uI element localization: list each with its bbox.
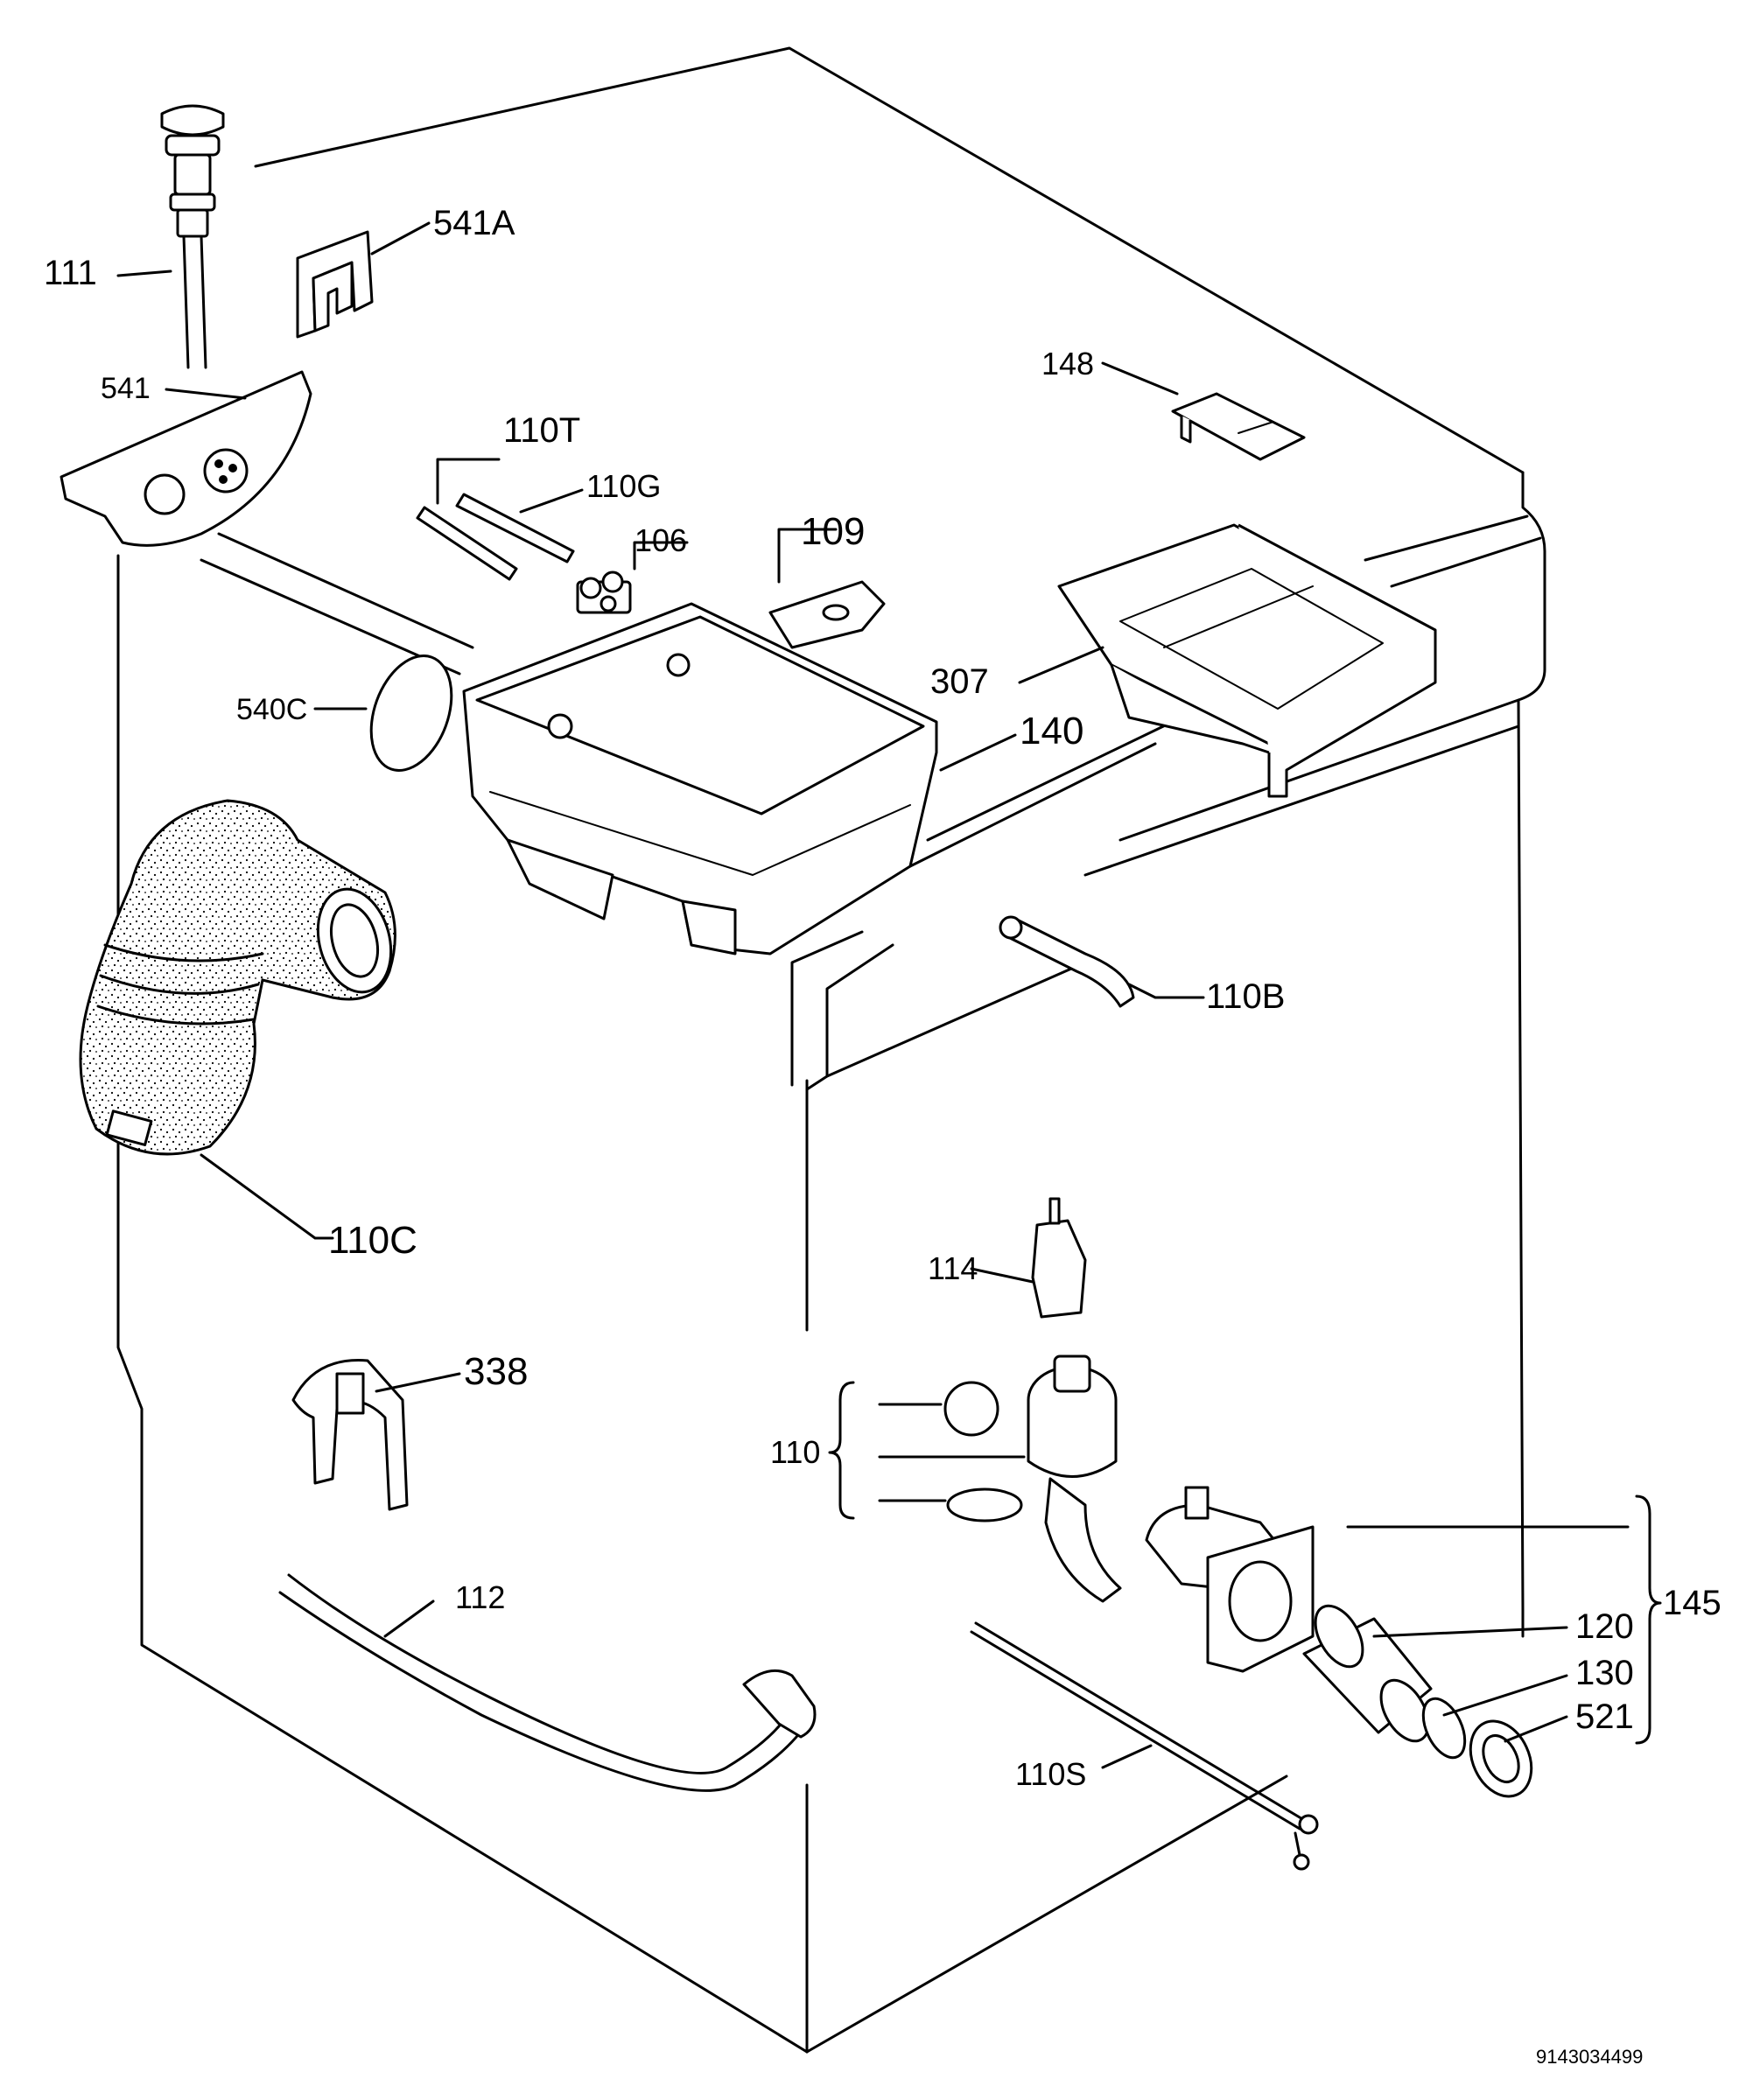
label-110: 110 <box>770 1434 820 1470</box>
label-120: 120 <box>1575 1607 1634 1646</box>
label-112: 112 <box>455 1579 505 1615</box>
leader-110B <box>1127 983 1205 999</box>
leader-521 <box>1504 1715 1568 1743</box>
leader-111 <box>116 270 172 277</box>
drain-hose-112 <box>278 1573 817 1792</box>
valve-106 <box>576 570 632 614</box>
label-338: 338 <box>464 1350 528 1393</box>
leader-541A <box>370 221 431 256</box>
leader-110G <box>519 488 584 514</box>
drawer-frame-307 <box>1057 523 1437 798</box>
hose-110B <box>999 915 1135 1008</box>
inlet-hose-111 <box>160 104 225 369</box>
part-148 <box>1171 392 1306 461</box>
cap-521 <box>1469 1719 1533 1798</box>
label-110B: 110B <box>1206 977 1285 1016</box>
ring-540C <box>369 654 453 772</box>
seal-130 <box>1421 1697 1467 1760</box>
label-110T: 110T <box>503 411 580 450</box>
label-114: 114 <box>928 1250 978 1286</box>
tubes-110T-110G <box>416 493 575 581</box>
clip-338 <box>291 1359 409 1511</box>
cabinet-outline <box>116 46 1546 2054</box>
seal-ring <box>946 1488 1023 1522</box>
label-110S: 110S <box>1015 1756 1086 1792</box>
label-111: 111 <box>44 254 97 292</box>
filter-120 <box>1302 1604 1433 1743</box>
label-140: 140 <box>1020 710 1083 752</box>
leader-541 <box>165 388 247 400</box>
dispenser-housing-109 <box>462 580 938 956</box>
label-145: 145 <box>1663 1584 1721 1622</box>
clip-541A <box>296 230 374 339</box>
bellows-110C <box>79 799 396 1156</box>
leader-110T <box>436 458 501 505</box>
label-541: 541 <box>101 372 151 405</box>
leader-338 <box>375 1372 461 1393</box>
leader-120 <box>1372 1626 1568 1638</box>
label-307: 307 <box>930 662 989 701</box>
pump-assembly-110 <box>1027 1197 1315 1673</box>
brace-110 <box>828 1381 855 1520</box>
leader-148 <box>1101 361 1179 396</box>
label-541A: 541A <box>433 204 515 242</box>
leader-130 <box>1442 1674 1568 1717</box>
leader-106 <box>633 541 689 570</box>
label-130: 130 <box>1575 1654 1634 1692</box>
leader-140 <box>939 733 1017 772</box>
label-521: 521 <box>1575 1698 1634 1736</box>
label-106: 106 <box>635 522 687 558</box>
label-148: 148 <box>1041 346 1094 382</box>
brace-145 <box>1635 1494 1662 1745</box>
ball-valve <box>943 1381 999 1437</box>
rod-110S <box>970 1621 1319 1871</box>
leader-110C <box>200 1153 334 1240</box>
label-110C: 110C <box>328 1219 417 1262</box>
leader-109 <box>777 528 838 584</box>
drawing-number: 9143034499 <box>1536 2046 1643 2068</box>
leader-114 <box>970 1267 1034 1284</box>
leader-110S <box>1101 1744 1153 1769</box>
label-110G: 110G <box>586 468 661 504</box>
label-109: 109 <box>801 510 865 553</box>
dispenser-plate-541 <box>60 370 312 547</box>
leader-112 <box>383 1600 435 1638</box>
leader-307 <box>1018 646 1104 684</box>
label-540C: 540C <box>236 693 307 726</box>
